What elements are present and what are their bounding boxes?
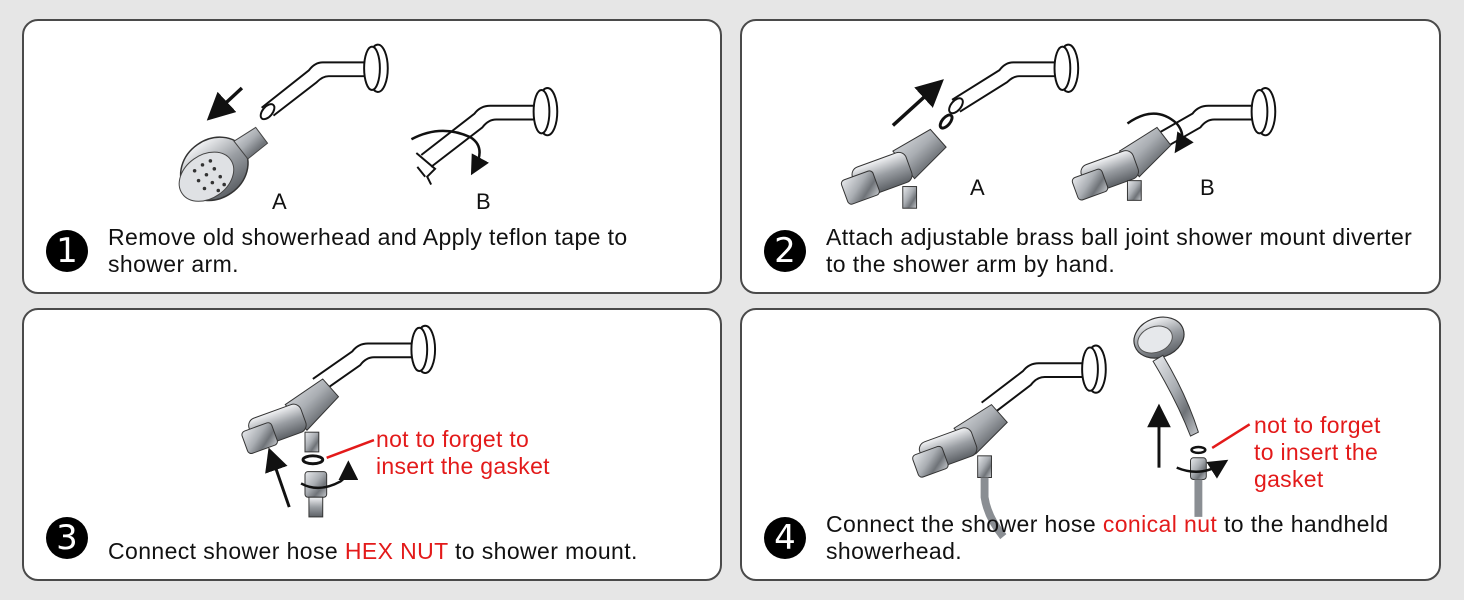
caption-text: Connect shower hose: [108, 538, 345, 564]
reminder-line: to insert the: [1254, 439, 1379, 465]
caption-highlight: conical nut: [1102, 511, 1218, 537]
mounted-diverter-icon: [1071, 126, 1172, 201]
arrow-icon: [265, 447, 291, 508]
step-3-illustration: [241, 324, 437, 518]
step-number: 1: [46, 230, 88, 272]
callout-line: [1211, 423, 1251, 449]
step-number: 3: [46, 517, 88, 559]
caption-text: to shower mount.: [448, 538, 638, 564]
shower-arm-icon: [1150, 87, 1277, 152]
step-2-illustration: [840, 43, 1277, 209]
conical-nut-hose-icon: [1190, 457, 1207, 517]
rotate-arrow-icon: [410, 129, 490, 176]
shower-arm-icon: [948, 43, 1080, 115]
arrow-icon: [891, 79, 944, 127]
shower-mount-diverter-icon: [912, 403, 1008, 540]
step-4-panel: not to forget to insert the gasket 4 Con…: [740, 308, 1441, 581]
rotate-arrow-icon: [1126, 112, 1194, 154]
step-1-panel: A B 1 Remove old showerhead and Apply te…: [22, 19, 722, 294]
step-3-panel: not to forget to insert the gasket 3 Con…: [22, 308, 722, 581]
caption-highlight: HEX NUT: [344, 538, 449, 564]
label-a: A: [970, 175, 985, 200]
arrow-icon: [206, 86, 244, 121]
reminder-line: insert the gasket: [376, 453, 550, 479]
label-a: A: [272, 189, 287, 214]
hex-nut-hose-icon: [304, 471, 328, 518]
step-1-illustration: [178, 43, 559, 202]
gasket-reminder: not to forget to insert the gasket: [1254, 412, 1381, 493]
step-number: 2: [764, 230, 806, 272]
rotate-arrow-icon: [300, 460, 359, 490]
step-4-illustration: [912, 316, 1251, 540]
gasket-icon: [301, 454, 325, 466]
step-caption: Attach adjustable brass ball joint showe…: [826, 224, 1413, 277]
reminder-line: not to forget: [1254, 412, 1381, 438]
rotate-arrow-icon: [1176, 459, 1229, 479]
step-number: 4: [764, 517, 806, 559]
gasket-reminder: not to forget to insert the gasket: [376, 426, 550, 480]
caption-text: Connect the shower hose: [826, 511, 1103, 537]
label-b: B: [476, 189, 491, 214]
callout-line: [326, 438, 375, 459]
shower-arm-icon: [312, 324, 437, 394]
caption-text: to the handheld showerhead.: [826, 511, 1389, 564]
shower-mount-diverter-icon: [840, 128, 947, 209]
handheld-showerhead-icon: [1133, 316, 1199, 437]
gasket-icon: [938, 113, 954, 130]
shower-arm-taped-icon: [415, 87, 559, 186]
step-caption: Connect the shower hose conical nut to t…: [826, 511, 1423, 565]
reminder-line: gasket: [1254, 466, 1324, 492]
shower-arm-icon: [259, 43, 389, 121]
step-2-panel: A B 2 Attach adjustable brass ball joint…: [740, 19, 1441, 294]
label-b: B: [1200, 175, 1215, 200]
shower-mount-diverter-icon: [241, 378, 340, 454]
step-caption: Connect shower hose HEX NUT to shower mo…: [108, 538, 704, 565]
step-caption: Remove old showerhead and Apply teflon t…: [108, 224, 628, 277]
old-showerhead-icon: [178, 126, 269, 202]
gasket-icon: [1190, 445, 1207, 455]
reminder-line: not to forget to: [376, 426, 530, 452]
shower-arm-icon: [981, 344, 1107, 418]
